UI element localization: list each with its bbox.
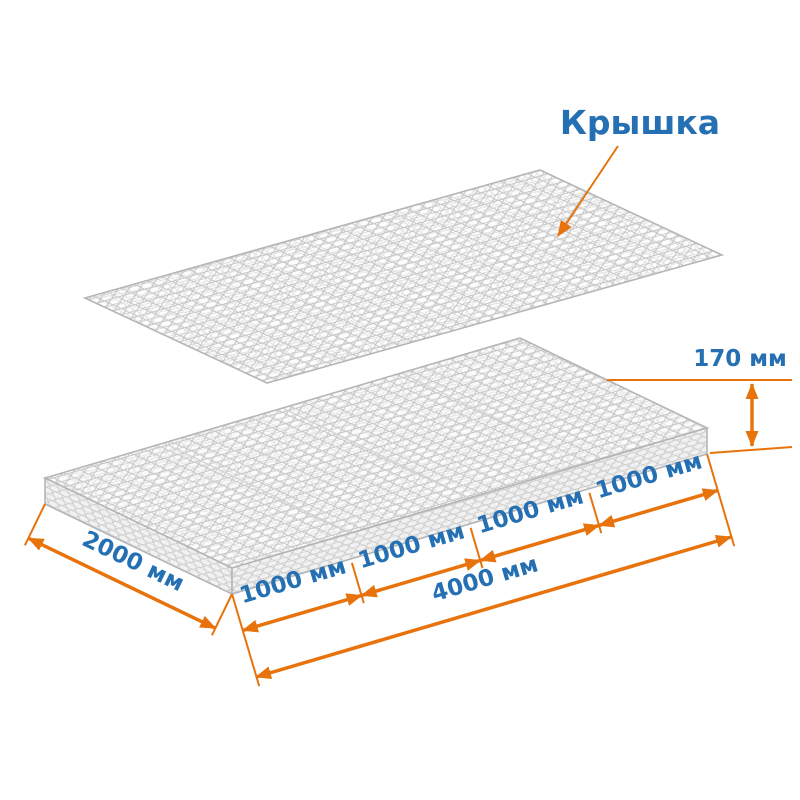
lid-label: Крышка	[560, 103, 720, 142]
diaphragm-line-1	[163, 442, 352, 534]
dimension-height: 170 мм	[607, 346, 793, 454]
width-extension-left	[24, 503, 46, 546]
lid-mesh-layer-2	[85, 170, 722, 383]
height-dimension-label: 170 мм	[693, 346, 787, 372]
lid-callout-arrow	[557, 145, 619, 237]
height-extension-bottom	[709, 446, 793, 454]
segment-extension-0	[231, 593, 261, 687]
diaphragm-line-2	[282, 407, 470, 499]
lid-outline	[82, 169, 725, 384]
total-length-arrow	[255, 535, 732, 679]
width-dimension-arrow	[27, 536, 217, 630]
segment-arrow-4	[598, 488, 719, 528]
segment-extension-4	[706, 453, 736, 547]
lid-mesh-panel	[82, 169, 725, 384]
diaphragm-line-3	[401, 372, 589, 464]
lid-callout: Крышка	[557, 103, 720, 237]
